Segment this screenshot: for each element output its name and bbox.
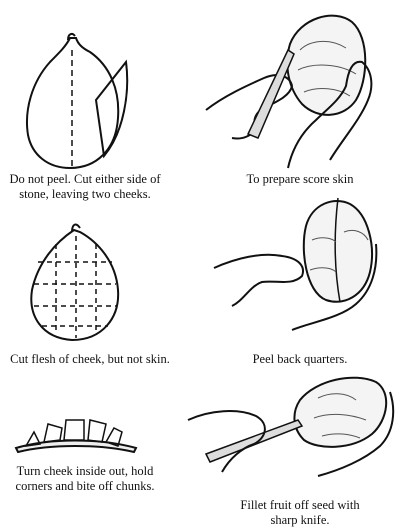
seed-texture [313, 393, 367, 439]
hand-holding-seed [317, 391, 395, 477]
peel-seam [334, 197, 341, 303]
mango-texture [297, 41, 357, 97]
step-6-caption: Fillet fruit off seed with sharp knife. [215, 498, 385, 528]
cheek-slice [94, 59, 129, 159]
step-1-caption-line2: stone, leaving two cheeks. [19, 187, 151, 201]
step-2-caption-line1: To prepare score skin [246, 172, 354, 186]
step-2-caption: To prepare score skin [215, 172, 385, 187]
seed-fruit [293, 376, 388, 448]
knife [246, 48, 295, 139]
hand-holding-knife [187, 410, 266, 473]
step-3-caption: Cut flesh of cheek, but not skin. [0, 352, 180, 367]
step-4-caption: Peel back quarters. [215, 352, 385, 367]
step-6-caption-line1: Fillet fruit off seed with [240, 498, 360, 512]
cube-5 [104, 427, 123, 447]
cheek-tip [71, 223, 81, 233]
step-4-caption-line1: Peel back quarters. [252, 352, 348, 366]
mango-outline [26, 37, 120, 170]
step-1-caption-line1: Do not peel. Cut either side of [9, 172, 161, 186]
right-hand [287, 60, 373, 169]
cube-3 [63, 419, 85, 441]
cube-2 [43, 423, 63, 443]
peel-texture [309, 229, 369, 273]
cheek-outline [30, 228, 120, 342]
step-5-caption-line1: Turn cheek inside out, hold [16, 464, 154, 478]
hand-right-peel [291, 243, 378, 331]
step-5-caption: Turn cheek inside out, hold corners and … [0, 464, 170, 494]
stem [67, 32, 76, 41]
fillet-knife [204, 419, 304, 463]
step-3-caption-line1: Cut flesh of cheek, but not skin. [10, 352, 170, 366]
cube-4 [87, 419, 107, 443]
mango-peel [302, 200, 373, 303]
hand-left-peel [213, 253, 304, 307]
step-1-caption: Do not peel. Cut either side of stone, l… [0, 172, 170, 202]
step-5-caption-line2: corners and bite off chunks. [15, 479, 155, 493]
step-6-caption-line2: sharp knife. [270, 513, 330, 527]
cube-1 [24, 430, 42, 447]
